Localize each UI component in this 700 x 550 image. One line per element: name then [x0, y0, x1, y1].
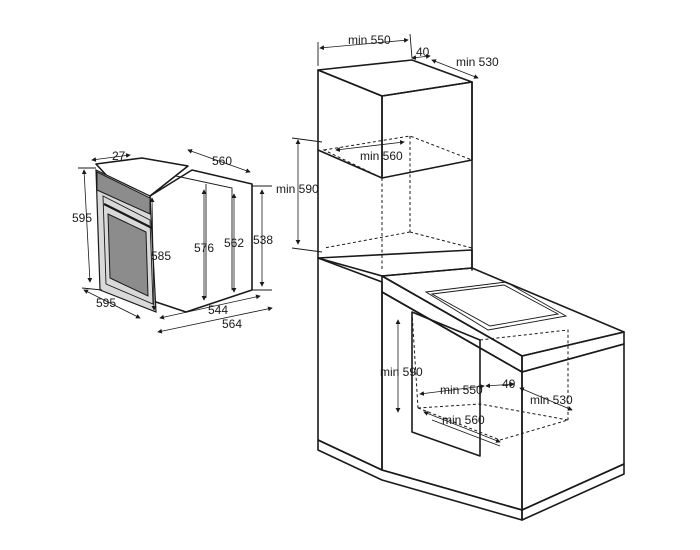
label-under-min-560: min 560 [442, 413, 485, 427]
oven-dimensions [78, 149, 273, 334]
label-538: 538 [253, 233, 273, 247]
oven-handle [103, 203, 153, 229]
label-tall-min-530: min 530 [456, 55, 499, 69]
kitchen-drawing [317, 59, 625, 521]
label-tall-min-560: min 560 [360, 149, 403, 163]
label-595-height: 595 [72, 211, 92, 225]
cooktop-cutout [424, 281, 568, 331]
base-cabinet-front [381, 291, 523, 511]
label-tall-min-590: min 590 [276, 182, 319, 196]
label-576: 576 [194, 241, 214, 255]
label-tall-40: 40 [416, 45, 430, 59]
label-under-min-550: min 550 [440, 383, 483, 397]
label-585: 585 [151, 249, 171, 263]
label-27: 27 [112, 149, 126, 163]
kitchen-dimensions [291, 33, 573, 443]
label-562: 562 [224, 236, 244, 250]
label-under-min-530: min 530 [530, 393, 573, 407]
label-544: 544 [208, 303, 228, 317]
label-595-width: 595 [96, 296, 116, 310]
label-tall-min-550: min 550 [348, 33, 391, 47]
oven-window [107, 213, 149, 297]
tall-cabinet-top [317, 59, 473, 97]
label-564: 564 [222, 317, 242, 331]
oven-drawing [95, 157, 253, 313]
label-560: 560 [212, 154, 232, 168]
base-cabinet-left [317, 257, 383, 471]
label-under-40: 40 [502, 377, 516, 391]
label-under-min-590: min 590 [380, 365, 423, 379]
